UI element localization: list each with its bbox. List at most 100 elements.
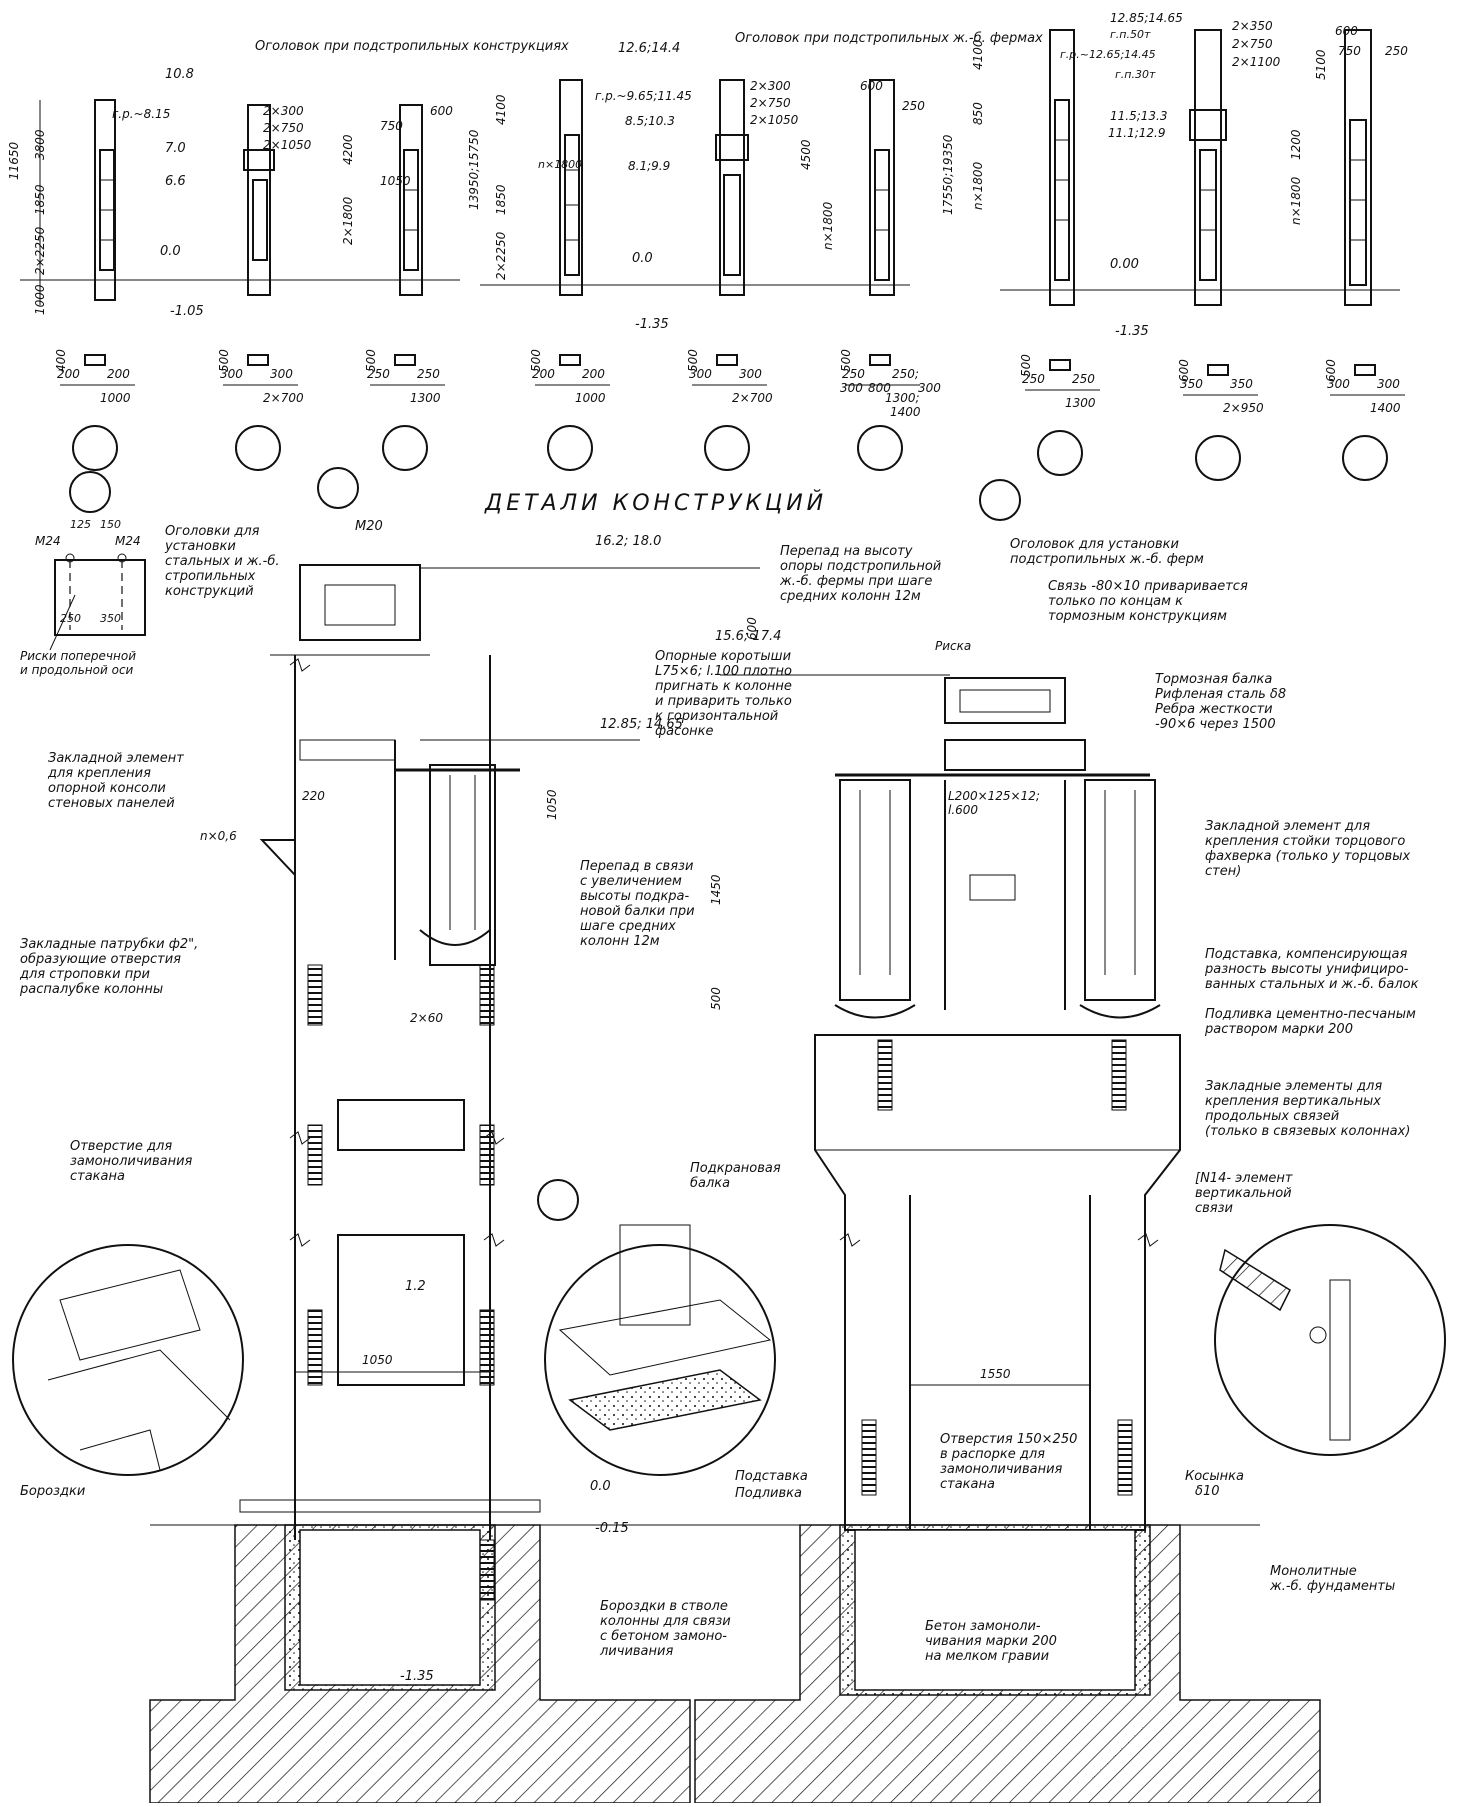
section-dim-a: 500 xyxy=(839,349,853,372)
elev-16-2: 16.2; 18.0 xyxy=(595,534,661,549)
section-dim-a: 500 xyxy=(364,349,378,372)
left-foundation xyxy=(149,1524,700,1804)
left-column-detail xyxy=(239,564,541,1601)
mid-1-1: 2×300 xyxy=(263,104,304,118)
section-outline xyxy=(559,354,581,366)
section-dim-b: 250 xyxy=(842,367,865,381)
section-dim-d: 1300 xyxy=(1065,396,1096,410)
mid-2-3: 2×1050 xyxy=(750,113,799,127)
right-1-1: 750 xyxy=(380,119,403,133)
section-dim-h: 1400 xyxy=(890,405,921,419)
callout-circle-c xyxy=(979,479,1021,521)
elev-12-85: 12.85; 14.65 xyxy=(600,717,683,732)
section-dim-d: 1000 xyxy=(575,391,606,405)
section-dim-b: 250 xyxy=(1022,372,1045,386)
sheet-title: ДЕТАЛИ КОНСТРУКЦИЙ xyxy=(484,490,827,516)
right-3-3: 5100 xyxy=(1314,49,1328,80)
section-dim-a: 600 xyxy=(1324,359,1338,382)
callout-circle-d xyxy=(537,1179,579,1221)
dim-2-2: 1850 xyxy=(494,184,508,215)
elev-1-3: 6.6 xyxy=(165,174,186,189)
dim-2-3: 2×2250 xyxy=(494,231,508,280)
section-dim-d: 1300 xyxy=(410,391,441,405)
right-2-5: n×1800 xyxy=(821,201,835,250)
section-dim-c: 250 xyxy=(1072,372,1095,386)
circle-detail-groove xyxy=(12,1244,244,1476)
dim-2-0: 13950;15750 xyxy=(467,129,481,210)
section-outline xyxy=(1207,364,1229,376)
elev-3-1: г.п.50т xyxy=(1110,28,1151,41)
elev-2-4: 0.0 xyxy=(632,251,653,266)
elev-3-2: г.р.~12.65;14.45 xyxy=(1060,48,1156,61)
section-dim-c: 300 xyxy=(1377,377,1400,391)
section-callout xyxy=(547,425,593,471)
dim-1-1: 3800 xyxy=(33,129,47,160)
section-dim-d: 1300; xyxy=(885,391,920,405)
section-dim-b: 300 xyxy=(689,367,712,381)
elev-1-35: -1.35 xyxy=(400,1669,434,1684)
section-dim-c: 300 xyxy=(739,367,762,381)
note-pipes: Закладные патрубки ф2",образующие отверс… xyxy=(19,937,198,997)
circle-detail-brace xyxy=(1214,1224,1446,1456)
section-dim-d: 2×700 xyxy=(732,391,773,405)
section-dim-b: 250 xyxy=(367,367,390,381)
dim-125: 125 xyxy=(70,518,91,531)
elev-0-0: 0.0 xyxy=(590,1479,611,1494)
elev-3-0: 12.85;14.65 xyxy=(1110,11,1183,25)
right-1-0: 600 xyxy=(430,104,453,118)
note-spacer2: Подставка xyxy=(735,1469,808,1484)
section-dim-c: 250; xyxy=(892,367,919,381)
elev-3-7: -1.35 xyxy=(1115,324,1149,339)
callout-circles xyxy=(69,467,1021,1221)
right-2-3: 4500 xyxy=(799,139,813,170)
dim-350: 350 xyxy=(100,612,121,625)
section-dim-b: 300 xyxy=(1327,377,1350,391)
section-dim-a: 400 xyxy=(54,349,68,372)
m24-right: M24 xyxy=(115,534,141,548)
section-dim-b: 200 xyxy=(532,367,555,381)
column-elevation-2b xyxy=(715,79,749,296)
section-dim-c: 300 xyxy=(270,367,293,381)
dim-1-0: 11650 xyxy=(7,141,21,180)
section-callout xyxy=(72,425,118,471)
section-dim-c: 250 xyxy=(417,367,440,381)
right-2-0: 600 xyxy=(860,79,883,93)
section-outline xyxy=(716,354,738,366)
section-dim-c: 200 xyxy=(107,367,130,381)
right-2-2: 250 xyxy=(902,99,925,113)
dim-3-3: n×1800 xyxy=(971,161,985,210)
section-dim-a: 500 xyxy=(217,349,231,372)
top-column-set-2 xyxy=(480,79,910,296)
section-dim-c: 200 xyxy=(582,367,605,381)
elev-1-4: 0.0 xyxy=(160,244,181,259)
note-n06: n×0,6 xyxy=(200,829,237,843)
elev-2-2: 8.5;10.3 xyxy=(625,114,675,128)
section-dim-b: 200 xyxy=(57,367,80,381)
elev-3-5: 11.1;12.9 xyxy=(1108,126,1165,140)
elev-1-5: -1.05 xyxy=(170,304,204,319)
section-outline xyxy=(1049,359,1071,371)
right-1-5: 2×1800 xyxy=(341,196,355,245)
section-dim-g: 300 xyxy=(918,381,941,395)
elev-1-2: 7.0 xyxy=(165,141,186,156)
elev-0-15: -0.15 xyxy=(595,1521,629,1536)
section-callout xyxy=(704,425,750,471)
